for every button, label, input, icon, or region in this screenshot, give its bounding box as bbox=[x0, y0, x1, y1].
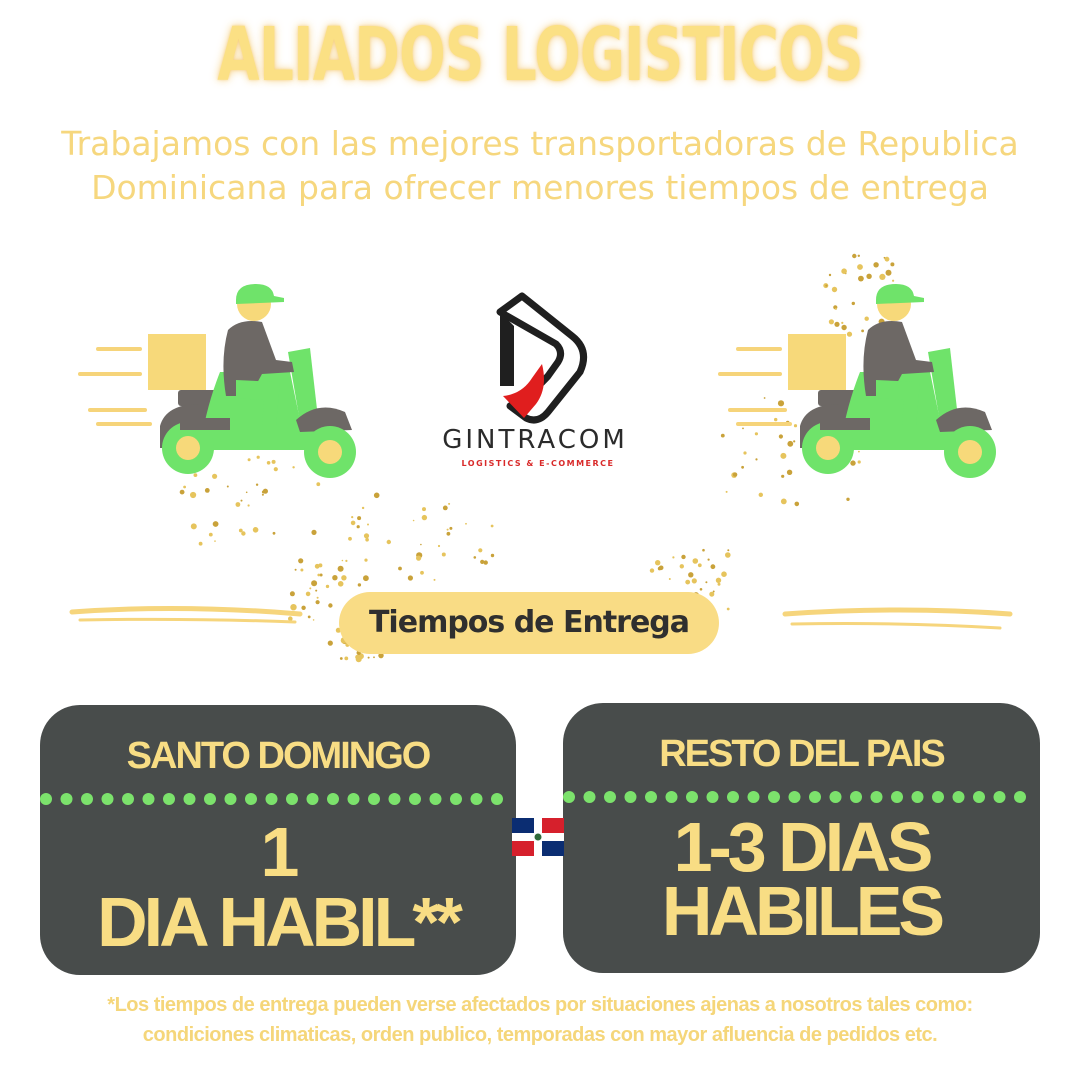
delivery-scooter-left-icon bbox=[78, 284, 356, 478]
delivery-time-line-2: DIA HABIL** bbox=[97, 883, 463, 961]
delivery-time-line-1: 1-3 DIAS bbox=[673, 808, 934, 886]
panel-resto-del-pais: RESTO DEL PAIS 1-3 DIAS HABILES bbox=[563, 703, 1040, 973]
glitter-dots bbox=[176, 253, 898, 663]
footnote-line-2: condiciones climaticas, orden publico, t… bbox=[142, 1024, 938, 1046]
subtitle-line-1: Trabajamos con las mejores transportador… bbox=[61, 124, 1019, 163]
panel-region-label: RESTO DEL PAIS bbox=[659, 733, 946, 775]
page-subtitle: Trabajamos con las mejores transportador… bbox=[20, 122, 1060, 210]
delivery-scooter-right-icon bbox=[718, 284, 996, 478]
logo-tagline: LOGISTICS & E-COMMERCE bbox=[461, 459, 615, 468]
delivery-times-heading: Tiempos de Entrega bbox=[339, 592, 719, 654]
panel-delivery-time: 1-3 DIAS HABILES bbox=[563, 808, 1040, 950]
brush-stroke-left bbox=[69, 605, 303, 624]
delivery-time-line-2: HABILES bbox=[661, 872, 945, 950]
panel-santo-domingo: SANTO DOMINGO 1 DIA HABIL** bbox=[40, 705, 516, 975]
dotted-divider bbox=[563, 791, 1026, 803]
panel-delivery-time: 1 DIA HABIL** bbox=[40, 817, 516, 957]
subtitle-line-2: Dominicana para ofrecer menores tiempos … bbox=[91, 168, 989, 207]
gintracom-logo-mark bbox=[496, 292, 588, 424]
footnote: *Los tiempos de entrega pueden verse afe… bbox=[0, 990, 1080, 1050]
footnote-line-1: *Los tiempos de entrega pueden verse afe… bbox=[107, 994, 973, 1016]
page-title: ALIADOS LOGISTICOS bbox=[217, 12, 863, 98]
dominican-republic-flag-icon bbox=[512, 818, 564, 856]
dotted-divider bbox=[40, 793, 503, 805]
panel-region-label: SANTO DOMINGO bbox=[126, 735, 432, 777]
logo-name: GINTRACOM bbox=[442, 425, 628, 455]
delivery-time-line-1: 1 bbox=[260, 813, 300, 891]
brush-stroke-right bbox=[782, 607, 1013, 630]
